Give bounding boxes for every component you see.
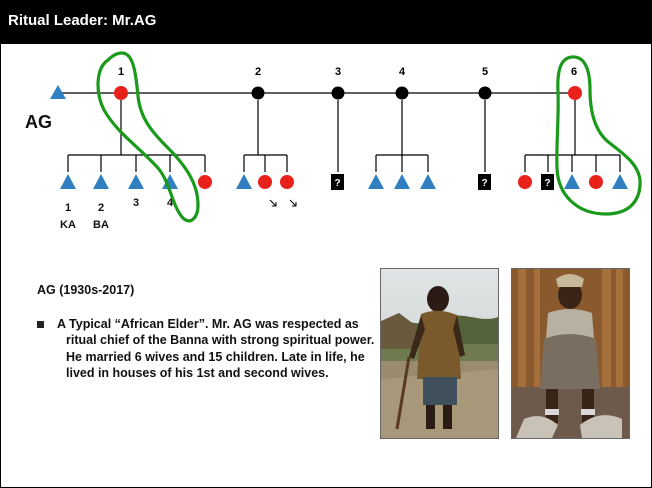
- child-female-circle: [280, 175, 294, 189]
- kinship-diagram: 1 2 3 4 5 6 AG ?: [25, 51, 642, 231]
- wife-5-unknown: [478, 86, 492, 100]
- descent-line-4: [375, 100, 429, 172]
- arrow-icon: [269, 199, 277, 207]
- child-male-triangle: [394, 174, 410, 189]
- ego-male-triangle: [50, 85, 66, 99]
- child-number-4: 4: [167, 197, 174, 209]
- child-male-triangle: [612, 174, 628, 189]
- arrow-icon: [289, 199, 297, 207]
- child-number-3: 3: [133, 197, 139, 209]
- child-unknown-box: [478, 174, 491, 190]
- child-number-2: 2: [98, 202, 104, 214]
- child-unknown-box: [541, 174, 554, 190]
- child-female-circle: [518, 175, 532, 189]
- ego-label: AG: [25, 112, 52, 132]
- wife-number-5: 5: [482, 66, 488, 78]
- bullet-icon: [37, 321, 44, 328]
- photo-elder-seated: [511, 268, 630, 439]
- wife-3-unknown: [331, 86, 345, 100]
- bullet-text: A Typical “African Elder”. Mr. AG was re…: [57, 317, 375, 380]
- wife-number-2: 2: [255, 66, 261, 78]
- wife-number-4: 4: [399, 66, 406, 78]
- child-male-triangle: [564, 174, 580, 189]
- wife-number-6: 6: [571, 66, 577, 78]
- child-unknown-box: [331, 174, 344, 190]
- child-name-ba: BA: [93, 219, 109, 231]
- child-number-1: 1: [65, 202, 71, 214]
- child-male-triangle: [236, 174, 252, 189]
- child-male-triangle: [368, 174, 384, 189]
- subtitle: AG (1930s-2017): [37, 283, 135, 297]
- child-unknown-mark: ?: [334, 178, 340, 189]
- child-male-triangle: [128, 174, 144, 189]
- slide-title: Ritual Leader: Mr.AG: [8, 12, 157, 29]
- child-male-triangle: [93, 174, 109, 189]
- descent-line-2: [243, 100, 288, 172]
- wife-2-unknown: [251, 86, 265, 100]
- descent-line-1: [67, 100, 206, 172]
- child-male-triangle: [420, 174, 436, 189]
- child-name-ka: KA: [60, 219, 76, 231]
- child-unknown-mark: ?: [481, 178, 487, 189]
- wife-1-female: [114, 86, 128, 100]
- title-bar: Ritual Leader: Mr.AG: [0, 0, 652, 44]
- child-female-circle: [198, 175, 212, 189]
- highlight-loop-wife-6: [555, 55, 642, 216]
- descent-line-6: [524, 100, 621, 172]
- child-unknown-mark: ?: [544, 178, 550, 189]
- wife-number-3: 3: [335, 66, 341, 78]
- child-male-triangle: [60, 174, 76, 189]
- photo-elder-man: [380, 268, 499, 439]
- child-female-circle: [258, 175, 272, 189]
- highlight-loop-wife-1: [96, 51, 200, 223]
- wife-number-1: 1: [118, 66, 124, 78]
- wife-6-female: [568, 86, 582, 100]
- child-female-circle: [589, 175, 603, 189]
- wife-4-unknown: [395, 86, 409, 100]
